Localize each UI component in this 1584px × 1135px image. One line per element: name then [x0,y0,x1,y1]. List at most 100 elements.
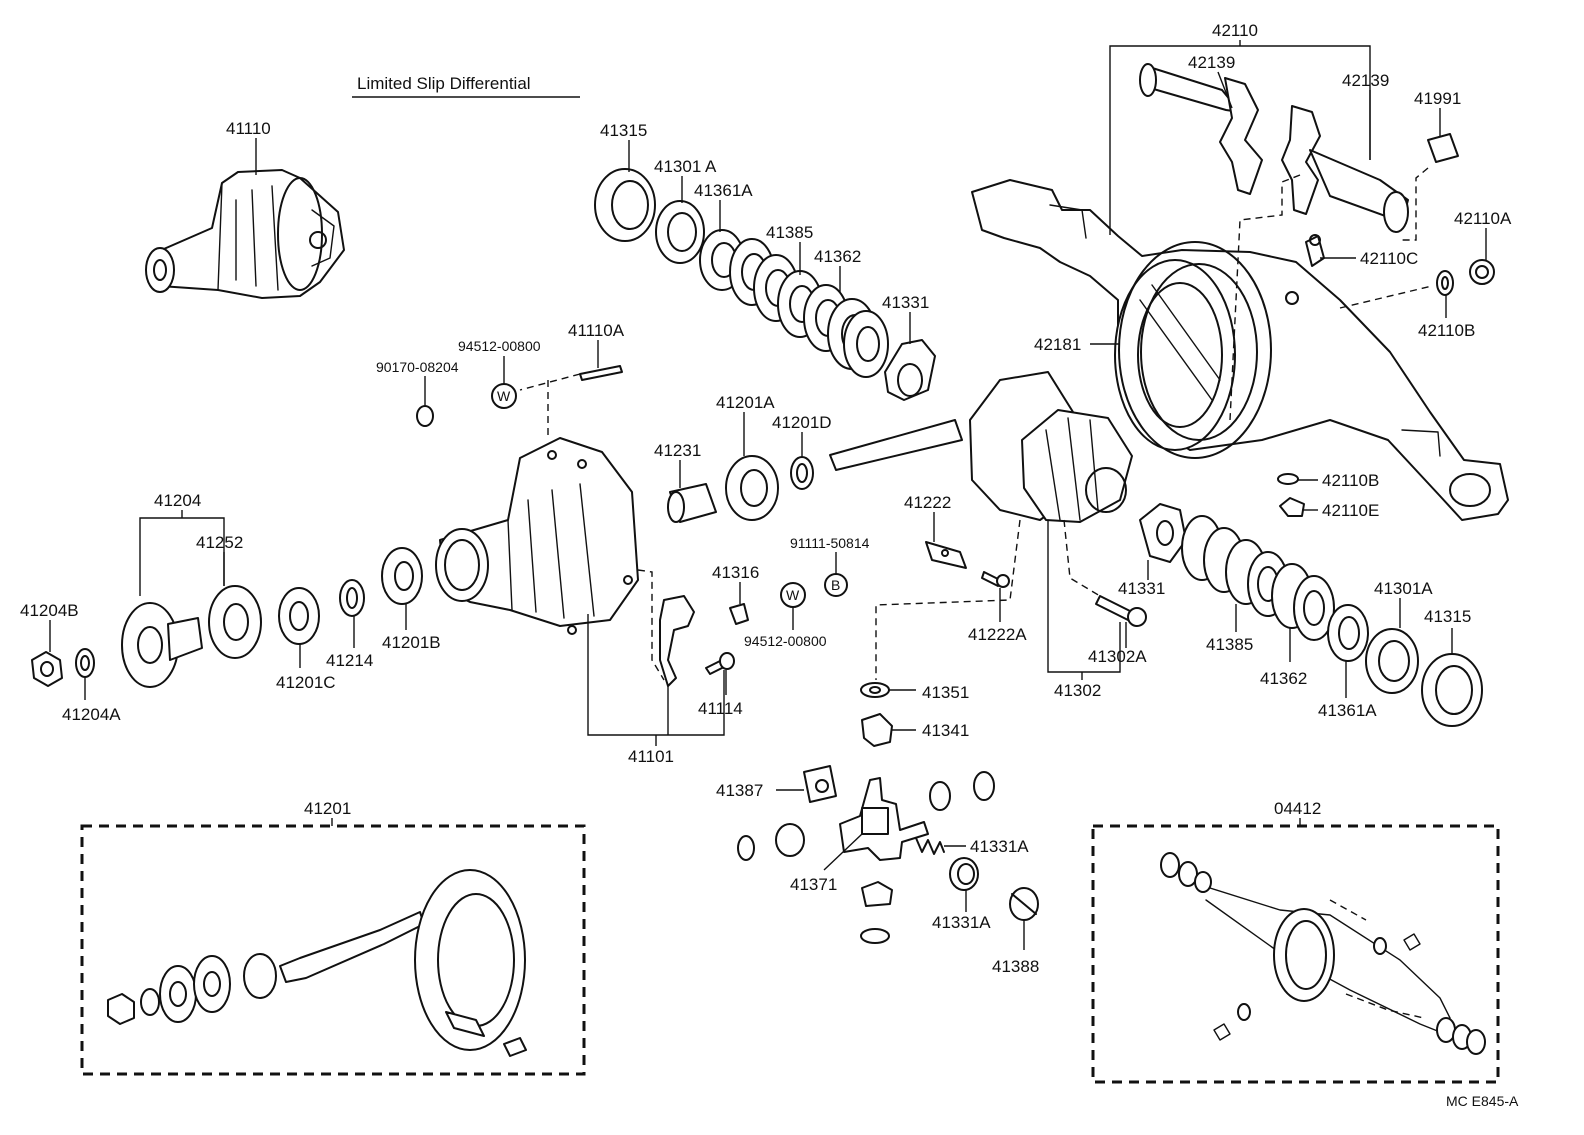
part-41222-pin [925,541,967,569]
part-41204-flange [121,602,203,688]
part-41362-clutch-discs-bot [1271,563,1335,641]
callout-04412: 04412 [1274,799,1321,818]
callout-41331A-top: 41331A [970,837,1029,856]
callout-41387: 41387 [716,781,763,800]
callout-41231: 41231 [654,441,701,460]
alignment-dash-lines [519,167,1433,1019]
callout-42110B-bot: 42110B [1322,471,1379,490]
callout-41204A: 41204A [62,705,121,724]
small-pinion-parts [737,771,995,944]
callout-41388: 41388 [992,957,1039,976]
part-41110-carrier-assembly [145,169,345,299]
title-text: Limited Slip Differential [357,74,531,93]
callout-41201B: 41201B [382,633,441,652]
callout-42110A: 42110A [1454,209,1512,228]
part-41301A-ring-bot [1365,628,1419,694]
part-41331-side-gear-top [884,339,936,401]
callout-41214: 41214 [326,651,373,670]
part-41231-spacer [667,483,717,523]
part-41201C-bearing [278,587,320,645]
callout-41204B: 41204B [20,601,79,620]
part-41315-bearing-bot [1421,653,1483,727]
part-41201B-bearing [381,547,423,605]
part-41302A-bolt [1095,595,1147,627]
washer-w-bot-text: W [786,587,800,603]
callout-41315-top: 41315 [600,121,647,140]
part-41362-clutch-discs-top [803,284,889,378]
part-41341-pinion [861,713,893,747]
callout-41101: 41101 [628,747,674,766]
part-41387-plate [803,765,837,803]
callout-41351: 41351 [922,683,969,702]
callout-41204: 41204 [154,491,201,510]
part-41204A-washer [75,648,95,678]
part-41201D-washer [790,456,814,490]
callout-41201A: 41201A [716,393,775,412]
callout-41302: 41302 [1054,681,1101,700]
part-41385-clutch-plates-top [729,238,823,338]
diagram-title: Limited Slip Differential [352,74,580,98]
bolt-b-symbol: B [824,573,848,597]
figure-code: MC E845-A [1446,1093,1519,1109]
callout-91111: 91111-50814 [790,535,870,551]
washer-w-top-text: W [497,388,511,404]
callout-42110E: 42110E [1322,501,1379,520]
callout-94512-bot: 94512-00800 [744,633,827,649]
callout-41991: 41991 [1414,89,1461,108]
part-41101-carrier [435,437,639,635]
callout-41201C: 41201C [276,673,336,692]
part-41315-bearing-top [594,168,656,242]
callout-41361A-top: 41361A [694,181,753,200]
part-42181-gasket [1118,241,1272,459]
part-41222A-bolt [981,571,1010,588]
part-41331-side-gear-bot [1139,503,1187,563]
leader-lines [49,40,1487,950]
callout-42139-right: 42139 [1342,71,1389,90]
callout-41222: 41222 [904,493,951,512]
callout-41385-bot: 41385 [1206,635,1253,654]
callout-94512-top: 94512-00800 [458,338,541,354]
washer-w-top: W [491,383,517,409]
part-41201A-bearing [725,455,779,521]
box-04412-gasket-kit [1091,824,1500,1084]
callout-41385-top: 41385 [766,223,813,242]
callout-41362-top: 41362 [814,247,861,266]
callout-90170: 90170-08204 [376,359,459,375]
callout-41301A-top: 41301 A [654,157,717,176]
part-41388-plug [1009,887,1039,921]
callout-41302A: 41302A [1088,647,1147,666]
callout-41201: 41201 [304,799,351,818]
part-90170-nut [416,405,434,427]
part-42110C-breather [1305,234,1325,267]
callout-41331A-bot: 41331A [932,913,991,932]
part-41385-clutch-plates-bot [1181,515,1289,617]
part-42110B-washer-top [1436,270,1454,296]
part-42110A-plug [1469,259,1495,285]
callout-41315-bot: 41315 [1424,607,1471,626]
washer-w-bot: W [780,582,806,608]
callout-42110: 42110 [1212,21,1258,40]
callout-41110: 41110 [226,119,271,138]
part-42110-axle-housing [971,179,1509,521]
callout-42139-left: 42139 [1188,53,1235,72]
part-41252-oil-seal [208,585,262,659]
callout-41201D: 41201D [772,413,832,432]
callout-41371: 41371 [790,875,837,894]
callout-41114: 41114 [698,699,743,718]
callout-41252: 41252 [196,533,243,552]
box-41201-ring-pinion-set [80,824,586,1076]
callout-41362-bot: 41362 [1260,669,1307,688]
part-41316-adjusting-lock [659,595,749,687]
part-41302-diff-case [829,371,1133,523]
callout-42181: 42181 [1034,335,1081,354]
callout-labels: 41110 41315 41301 A 41361A 41385 41362 4… [20,21,1512,976]
part-42110E-plug [1279,497,1305,517]
part-41110A-stud [579,365,623,381]
part-41301A-ring-top [655,200,705,264]
callout-41361A-bot: 41361A [1318,701,1377,720]
callout-41222A: 41222A [968,625,1027,644]
part-42110B-washer-bot [1277,473,1299,485]
part-41991-plate [1427,133,1459,163]
